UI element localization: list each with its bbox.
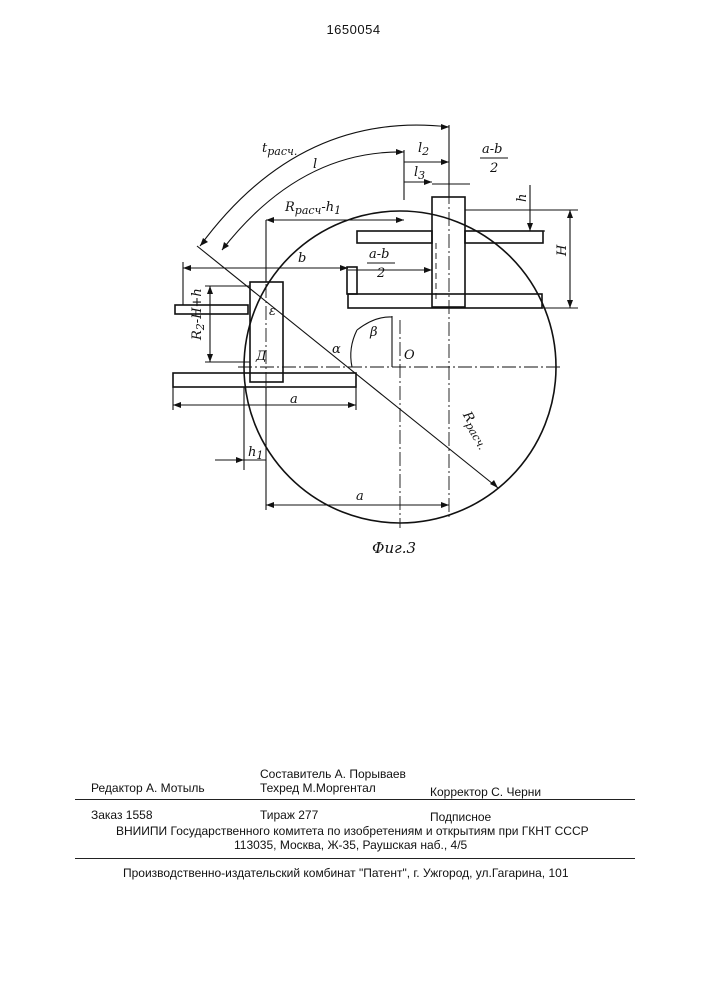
footer-compiler: Составитель А. Порываев (260, 767, 406, 781)
right-side-bar (465, 231, 543, 243)
label-ab-top-den: 2 (489, 161, 498, 176)
bottom-left-bar (173, 373, 356, 387)
footer-circulation: Тираж 277 (260, 808, 318, 822)
label-t-calc: tрасч. (262, 141, 297, 158)
label-R-calc: Rрасч. (457, 408, 492, 452)
middle-plate (348, 294, 542, 308)
footer-rule-top (75, 799, 635, 800)
label-D: Д (255, 349, 267, 364)
footer-rule-bottom (75, 858, 635, 859)
technical-figure: tрасч. l l2 l3 a-b 2 h H Rрасч-h1 b a-b … (0, 0, 707, 600)
figure-caption: Фиг.3 (372, 539, 416, 557)
arc-t-calc (200, 125, 449, 246)
middle-step (347, 267, 357, 294)
label-a-bottom: a (356, 489, 364, 504)
right-top-bar (357, 231, 432, 243)
label-beta: β (369, 325, 378, 340)
label-h1: h1 (248, 445, 263, 462)
label-ab-mid-num: a-b (369, 247, 389, 262)
label-l3: l3 (414, 165, 425, 182)
right-tooth (432, 197, 465, 307)
footer-techred: Техред М.Моргентал (260, 781, 376, 795)
label-l: l (313, 157, 317, 172)
label-eps: ε (269, 304, 276, 319)
label-h: h (515, 194, 530, 202)
footer-publisher: Производственно-издательский комбинат "П… (123, 866, 569, 880)
label-l2: l2 (418, 141, 429, 158)
label-ab-mid-den: 2 (376, 266, 385, 281)
label-O: O (404, 348, 415, 363)
label-H: H (555, 244, 570, 257)
label-a-bar: a (290, 392, 298, 407)
footer-order: Заказ 1558 (91, 808, 153, 822)
footer-subscription: Подписное (430, 810, 491, 824)
footer-corrector: Корректор С. Черни (430, 785, 541, 799)
arc-alpha (351, 330, 357, 367)
footer-address: 113035, Москва, Ж-35, Раушская наб., 4/5 (234, 838, 467, 852)
footer-org: ВНИИПИ Государственного комитета по изоб… (116, 824, 589, 838)
label-alpha: α (332, 342, 341, 357)
label-b: b (298, 251, 306, 266)
footer-editor: Редактор А. Мотыль (91, 781, 205, 795)
left-plate (175, 305, 248, 314)
label-R2: R2-H+h (190, 288, 207, 341)
label-r-minus-h1: Rрасч-h1 (284, 200, 341, 217)
label-ab-top-num: a-b (482, 142, 502, 157)
